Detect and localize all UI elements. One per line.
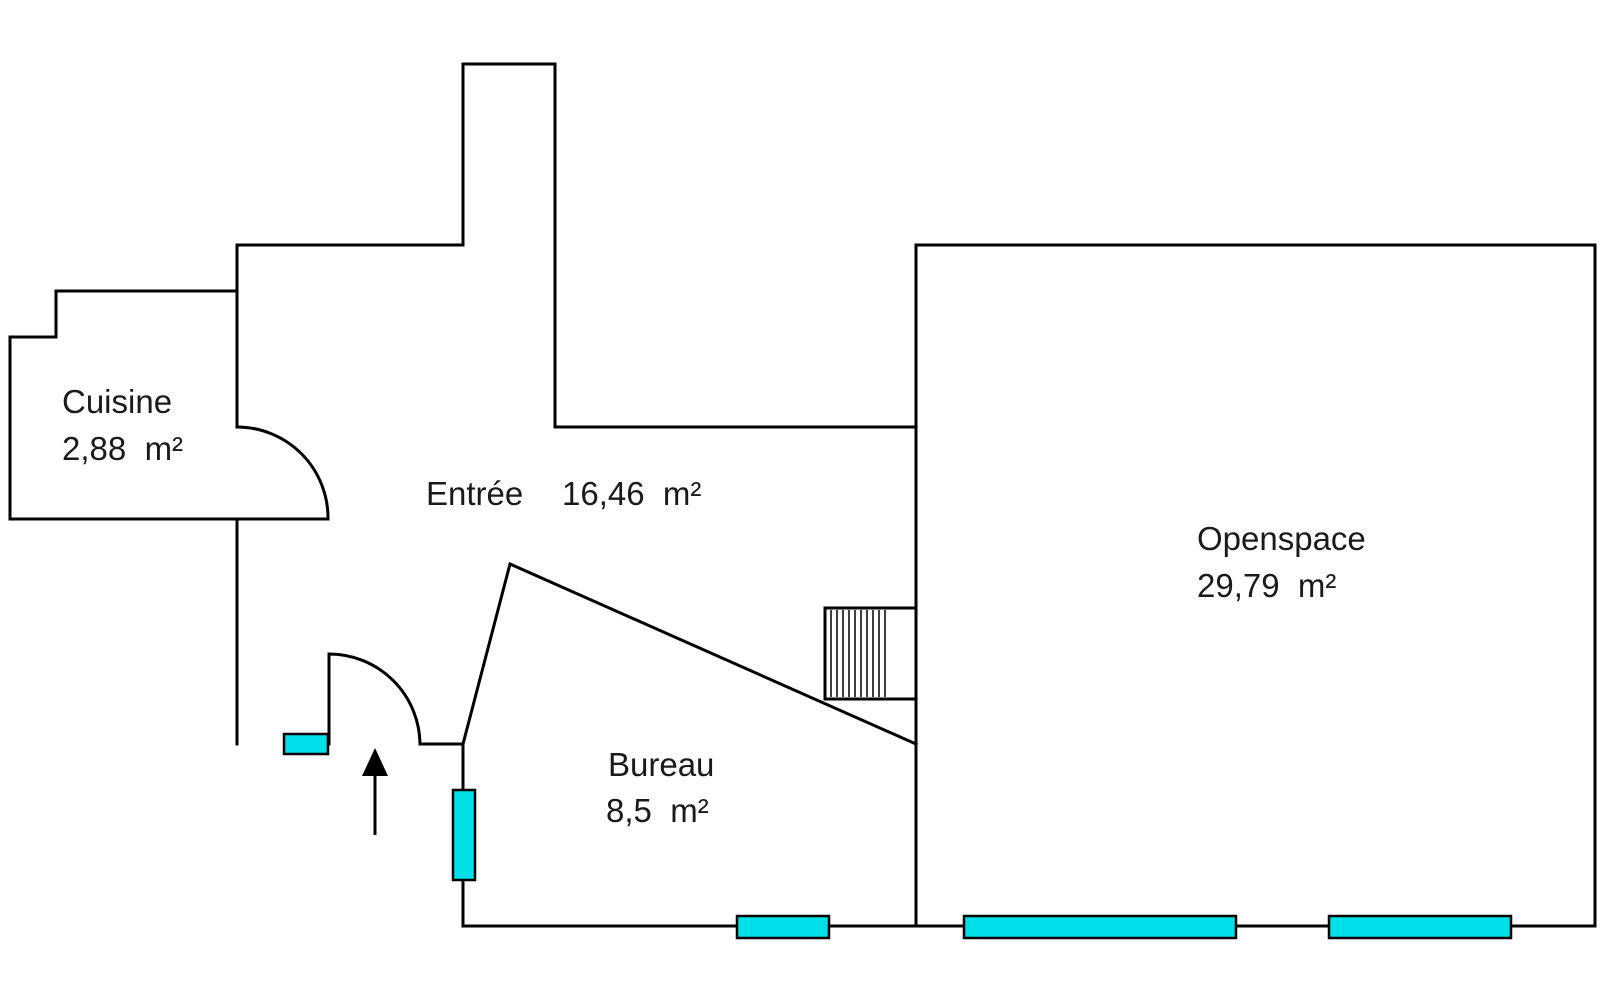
kitchen-door bbox=[235, 425, 330, 521]
cuisine-name: Cuisine bbox=[62, 383, 172, 420]
bureau-area: 8,5 m² bbox=[606, 792, 709, 829]
window-entrance bbox=[282, 732, 330, 756]
window-bureau-side bbox=[451, 788, 477, 882]
openspace-name: Openspace bbox=[1197, 520, 1366, 557]
window-openspace-left bbox=[962, 914, 1238, 940]
openspace-area: 29,79 m² bbox=[1197, 567, 1336, 604]
bureau-name: Bureau bbox=[608, 746, 714, 783]
stairs-icon bbox=[823, 606, 918, 701]
entree-name: Entrée bbox=[426, 475, 523, 512]
window-openspace-right bbox=[1327, 914, 1513, 940]
cuisine-area: 2,88 m² bbox=[62, 430, 183, 467]
entree-area: 16,46 m² bbox=[562, 475, 701, 512]
entrance-door bbox=[327, 652, 422, 746]
arrow-up-icon bbox=[362, 748, 388, 835]
window-bureau-bottom bbox=[735, 914, 831, 940]
bureau-wall bbox=[461, 561, 918, 746]
exterior-wall bbox=[8, 62, 1597, 928]
